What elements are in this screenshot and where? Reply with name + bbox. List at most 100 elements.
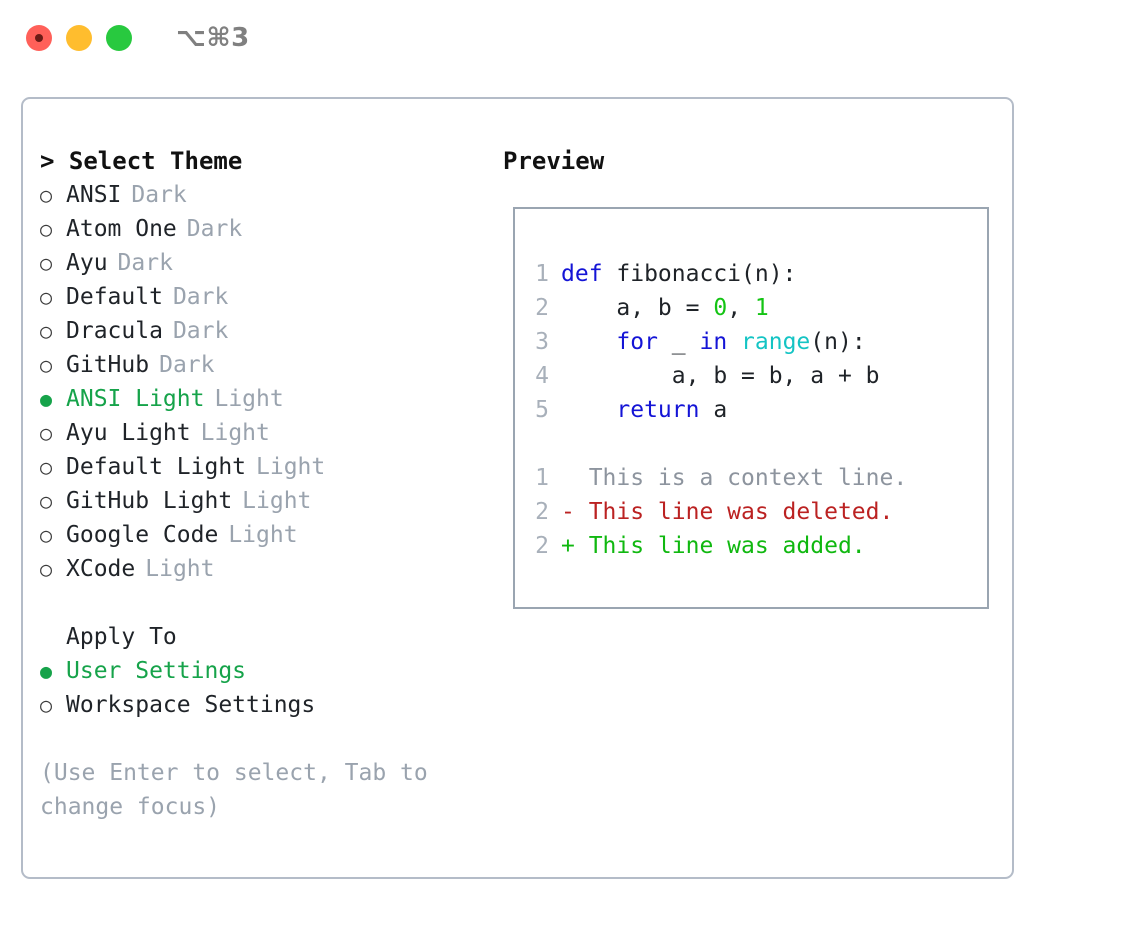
theme-option-dracula[interactable]: ○ Dracula Dark xyxy=(40,314,503,348)
radio-selected-icon: ● xyxy=(40,387,53,411)
theme-option-label: GitHub Light xyxy=(66,488,233,514)
theme-option-label: Ayu xyxy=(66,250,108,276)
theme-option-label: GitHub xyxy=(66,352,150,378)
radio-unselected-icon: ○ xyxy=(40,285,53,309)
diff-line-number: 2 xyxy=(535,533,549,559)
code-line: 4 a, b = b, a + b xyxy=(515,359,987,393)
title-bar: ⌥⌘3 xyxy=(0,0,1140,76)
code-line: 3 for _ in range(n): xyxy=(515,325,987,359)
select-theme-header: > Select Theme xyxy=(40,147,243,175)
code-token xyxy=(561,329,616,355)
diff-line-text: This is a context line. xyxy=(561,465,908,491)
theme-option-label: Google Code xyxy=(66,522,219,548)
theme-option-category: Dark xyxy=(117,250,173,276)
theme-option-ansi-light[interactable]: ● ANSI Light Light xyxy=(40,382,503,416)
code-line-number: 5 xyxy=(535,397,549,423)
radio-unselected-icon: ○ xyxy=(40,489,53,513)
code-token: range xyxy=(741,329,811,355)
radio-unselected-icon: ○ xyxy=(40,353,53,377)
theme-option-category: Dark xyxy=(172,318,229,344)
theme-option-label: Default xyxy=(66,284,163,310)
theme-option-ayu[interactable]: ○ Ayu Dark xyxy=(40,246,503,280)
apply-to-option-workspace-settings[interactable]: ○ Workspace Settings xyxy=(40,688,503,722)
theme-option-label: ANSI xyxy=(66,182,122,208)
code-line-text: for _ in range(n): xyxy=(561,325,865,359)
radio-selected-icon: ● xyxy=(40,659,53,683)
traffic-lights xyxy=(26,25,132,51)
theme-option-github-light[interactable]: ○ GitHub Light Light xyxy=(40,484,503,518)
radio-unselected-icon: ○ xyxy=(40,217,53,241)
radio-unselected-icon: ○ xyxy=(40,251,53,275)
code-token: return xyxy=(616,397,700,423)
theme-option-label: ANSI Light xyxy=(66,386,205,412)
code-token: a, b = b, a + b xyxy=(561,363,880,389)
apply-to-option-label: User Settings xyxy=(66,658,247,684)
code-token: 1 xyxy=(754,295,769,321)
radio-unselected-icon: ○ xyxy=(40,557,53,581)
theme-option-github[interactable]: ○ GitHub Dark xyxy=(40,348,503,382)
diff-line-text: + This line was added. xyxy=(561,533,866,559)
code-token: , xyxy=(727,295,755,321)
theme-option-label: Dracula xyxy=(66,318,163,344)
radio-unselected-icon: ○ xyxy=(40,319,53,343)
theme-option-category: Light xyxy=(242,488,312,514)
code-line: 2 a, b = 0, 1 xyxy=(515,291,987,325)
theme-option-label: Atom One xyxy=(66,216,177,242)
diff-line-number: 2 xyxy=(535,499,549,525)
code-token xyxy=(561,397,616,423)
code-line-text: def fibonacci(n): xyxy=(561,257,796,291)
radio-unselected-icon: ○ xyxy=(40,421,53,445)
code-token: def xyxy=(561,261,617,287)
close-button-icon[interactable] xyxy=(26,25,52,51)
code-token: _ xyxy=(657,329,700,355)
apply-to-option-label: Workspace Settings xyxy=(66,692,316,718)
radio-unselected-icon: ○ xyxy=(40,455,53,479)
code-line-number: 4 xyxy=(535,363,549,389)
theme-option-category: Light xyxy=(200,420,270,446)
diff-line-number: 1 xyxy=(535,465,549,491)
radio-unselected-icon: ○ xyxy=(40,523,53,547)
code-line-number: 3 xyxy=(535,329,549,355)
theme-option-ansi[interactable]: ○ ANSI Dark xyxy=(40,178,503,212)
keyboard-hint-text: (Use Enter to select, Tab to change focu… xyxy=(40,760,428,820)
apply-to-option-list[interactable]: ● User Settings ○ Workspace Settings xyxy=(40,654,503,722)
code-line-number: 1 xyxy=(535,261,549,287)
diff-line: 2 + This line was added. xyxy=(515,529,987,563)
code-line-text: return a xyxy=(561,393,727,427)
code-token: in xyxy=(699,329,728,355)
theme-option-category: Dark xyxy=(131,182,187,208)
minimize-button-icon[interactable] xyxy=(66,25,92,51)
keyboard-shortcut-label: ⌥⌘3 xyxy=(176,23,250,53)
theme-option-category: Light xyxy=(214,386,284,412)
code-line-text: a, b = 0, 1 xyxy=(561,291,769,325)
apply-to-option-user-settings[interactable]: ● User Settings xyxy=(40,654,503,688)
radio-unselected-icon: ○ xyxy=(40,183,53,207)
diff-sample: 1 This is a context line. 2 - This line wa… xyxy=(515,461,987,563)
diff-line-text: - This line was deleted. xyxy=(561,499,894,525)
apply-to-header: Apply To xyxy=(66,624,177,650)
code-line: 1 def fibonacci(n): xyxy=(515,257,987,291)
diff-line: 1 This is a context line. xyxy=(515,461,987,495)
code-token xyxy=(727,329,741,355)
maximize-button-icon[interactable] xyxy=(106,25,132,51)
theme-option-category: Dark xyxy=(186,216,243,242)
code-token: fibonacci(n): xyxy=(616,261,797,287)
theme-option-category: Dark xyxy=(159,352,215,378)
code-line-number: 2 xyxy=(535,295,549,321)
preview-title: Preview xyxy=(503,147,605,175)
radio-unselected-icon: ○ xyxy=(40,693,53,717)
code-line: 5 return a xyxy=(515,393,987,427)
theme-option-category: Light xyxy=(145,556,215,582)
code-token: for xyxy=(616,329,658,355)
theme-option-atom-one[interactable]: ○ Atom One Dark xyxy=(40,212,503,246)
theme-option-label: Default Light xyxy=(66,454,247,480)
